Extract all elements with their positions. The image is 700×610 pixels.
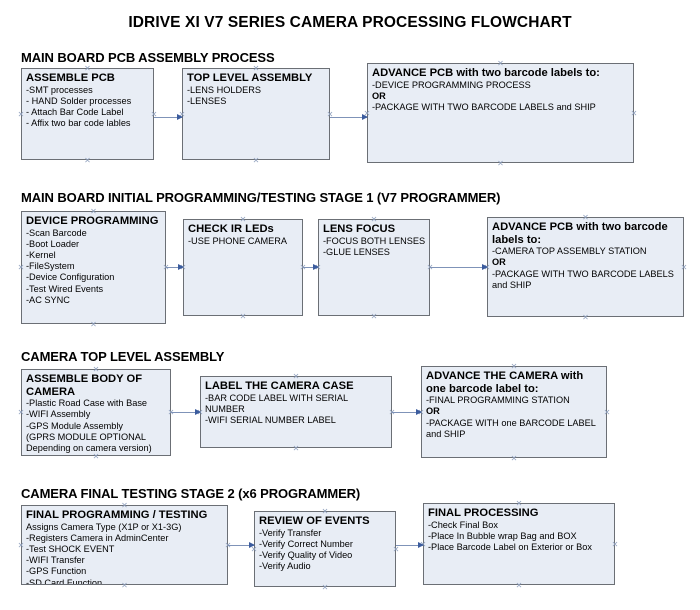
- node-detail-line: -Kernel: [26, 250, 56, 260]
- process-node-top-level-assembly[interactable]: TOP LEVEL ASSEMBLY-LENS HOLDERS-LENSES: [182, 68, 330, 160]
- section-heading-main-board-initial-programming-testing-stage: MAIN BOARD INITIAL PROGRAMMING/TESTING S…: [21, 190, 501, 205]
- node-detail-list: -BAR CODE LABEL WITH SERIAL NUMBER-WIFI …: [205, 393, 388, 427]
- node-detail-line: -LENS HOLDERS: [187, 84, 262, 95]
- node-title: LENS FOCUS: [323, 223, 396, 235]
- process-node-check-ir-leds[interactable]: CHECK IR LEDs-USE PHONE CAMERA: [183, 219, 303, 316]
- node-detail-line: OR: [426, 406, 440, 417]
- node-title: ADVANCE THE CAMERA with one barcode labe…: [426, 370, 584, 395]
- node-detail-list: -SMT processes- HAND Solder processes- A…: [26, 85, 150, 130]
- process-node-advance-pcb-with-two-barcode-labels-to[interactable]: ADVANCE PCB with two barcode labels to:-…: [367, 63, 634, 163]
- node-detail-line: -WIFI Transfer: [26, 555, 85, 566]
- node-detail-line: -Test SHOCK EVENT: [26, 544, 115, 554]
- node-title: REVIEW OF EVENTS: [259, 515, 370, 527]
- node-detail-line: -GLUE LENSES: [323, 246, 390, 257]
- process-node-device-programming[interactable]: DEVICE PROGRAMMING-Scan Barcode-Boot Loa…: [21, 211, 166, 324]
- process-node-review-of-events[interactable]: REVIEW OF EVENTS-Verify Transfer-Verify …: [254, 511, 396, 587]
- node-title: ADVANCE PCB with two barcode labels to:: [372, 67, 600, 79]
- process-node-assemble-pcb[interactable]: ASSEMBLE PCB-SMT processes- HAND Solder …: [21, 68, 154, 160]
- node-detail-line: -USE PHONE CAMERA: [188, 235, 288, 246]
- node-title: ASSEMBLE PCB: [26, 72, 115, 84]
- node-detail-line: -SMT processes: [26, 84, 93, 95]
- connector-arrow-icon[interactable]: [171, 408, 201, 415]
- node-detail-line: -FINAL PROGRAMMING STATION: [426, 395, 570, 406]
- node-detail-line: -Registers Camera in AdminCenter: [26, 532, 169, 543]
- process-node-final-processing[interactable]: FINAL PROCESSING -Check Final Box-Place …: [423, 503, 615, 585]
- connector-arrow-icon[interactable]: [396, 541, 424, 548]
- node-title: FINAL PROGRAMMING / TESTING: [26, 509, 208, 521]
- node-detail-line: -Verify Transfer: [259, 527, 322, 538]
- node-detail-line: -FileSystem: [26, 261, 75, 272]
- node-detail-line: -Verify Quality of Video: [259, 550, 353, 560]
- node-detail-line: - HAND Solder processes: [26, 95, 132, 106]
- node-title: ADVANCE PCB with two barcode labels to:: [492, 221, 668, 246]
- node-detail-line: -Plastic Road Case with Base: [26, 398, 148, 409]
- node-detail-line: Depending on camera version): [26, 443, 152, 453]
- node-detail-line: -SD Card Function: [26, 577, 103, 585]
- node-title: ASSEMBLE BODY OF CAMERA: [26, 373, 143, 398]
- node-detail-line: -Verify Audio: [259, 561, 311, 572]
- connector-arrow-icon[interactable]: [430, 263, 488, 270]
- node-detail-line: -WIFI Assembly: [26, 409, 91, 420]
- node-detail-list: -Check Final Box-Place In Bubble wrap Ba…: [428, 520, 611, 554]
- node-title: CHECK IR LEDs: [188, 223, 274, 235]
- node-detail-line: -BAR CODE LABEL WITH SERIAL NUMBER: [205, 392, 348, 414]
- process-node-assemble-body-of-camera[interactable]: ASSEMBLE BODY OF CAMERA-Plastic Road Cas…: [21, 369, 171, 456]
- node-detail-list: -LENS HOLDERS-LENSES: [187, 85, 326, 107]
- node-detail-line: -PACKAGE WITH TWO BARCODE LABELS and SHI…: [372, 102, 596, 112]
- node-detail-line: -Check Final Box: [428, 519, 498, 530]
- node-detail-list: -FOCUS BOTH LENSES-GLUE LENSES: [323, 236, 426, 258]
- node-detail-line: -AC SYNC: [26, 294, 70, 305]
- node-detail-line: -Scan Barcode: [26, 227, 87, 238]
- process-node-label-the-camera-case[interactable]: LABEL THE CAMERA CASE-BAR CODE LABEL WIT…: [200, 376, 392, 448]
- node-detail-line: (GPRS MODULE OPTIONAL: [26, 431, 146, 442]
- node-detail-list: Assigns Camera Type (X1P or X1-3G)-Regis…: [26, 521, 224, 585]
- node-detail-line: -Place Barcode Label on Exterior or Box: [428, 542, 592, 552]
- node-detail-line: -LENSES: [187, 95, 227, 106]
- connector-arrow-icon[interactable]: [166, 263, 184, 270]
- node-detail-line: -Boot Loader: [26, 238, 80, 249]
- node-detail-list: -Plastic Road Case with Base-WIFI Assemb…: [26, 398, 167, 454]
- node-detail-line: - Attach Bar Code Label: [26, 107, 124, 117]
- node-detail-line: -Place In Bubble wrap Bag and BOX: [428, 530, 577, 541]
- connector-arrow-icon[interactable]: [154, 113, 183, 120]
- node-detail-line: OR: [372, 90, 386, 101]
- connector-arrow-icon[interactable]: [228, 541, 255, 548]
- node-title: TOP LEVEL ASSEMBLY: [187, 72, 313, 84]
- node-detail-line: -Test Wired Events: [26, 283, 104, 294]
- section-heading-camera-final-testing-stage-2-x6-programmer: CAMERA FINAL TESTING STAGE 2 (x6 PROGRAM…: [21, 486, 361, 501]
- node-title: DEVICE PROGRAMMING: [26, 215, 159, 227]
- node-detail-line: -WIFI SERIAL NUMBER LABEL: [205, 415, 336, 425]
- process-node-lens-focus[interactable]: LENS FOCUS-FOCUS BOTH LENSES-GLUE LENSES: [318, 219, 430, 316]
- node-detail-line: -DEVICE PROGRAMMING PROCESS: [372, 79, 531, 90]
- node-detail-line: -Device Configuration: [26, 272, 115, 283]
- node-detail-line: -PACKAGE WITH one BARCODE LABEL and SHIP: [426, 417, 596, 439]
- process-node-advance-pcb-with-two-barcode-labels-to[interactable]: ADVANCE PCB with two barcode labels to:-…: [487, 217, 684, 317]
- node-title: LABEL THE CAMERA CASE: [205, 380, 354, 392]
- node-detail-line: -PACKAGE WITH TWO BARCODE LABELS and SHI…: [492, 268, 674, 290]
- connector-arrow-icon[interactable]: [330, 113, 368, 120]
- node-title: FINAL PROCESSING: [428, 507, 539, 519]
- node-detail-line: -GPS Function: [26, 566, 87, 577]
- node-detail-line: -Verify Correct Number: [259, 538, 353, 549]
- node-detail-line: Assigns Camera Type (X1P or X1-3G): [26, 521, 182, 532]
- node-detail-line: OR: [492, 257, 506, 268]
- connector-arrow-icon[interactable]: [303, 263, 319, 270]
- node-detail-list: -Verify Transfer-Verify Correct Number-V…: [259, 528, 392, 573]
- node-detail-list: -Scan Barcode-Boot Loader-Kernel-FileSys…: [26, 228, 162, 306]
- node-detail-list: -USE PHONE CAMERA: [188, 236, 299, 247]
- node-detail-line: -CAMERA TOP ASSEMBLY STATION: [492, 246, 647, 257]
- section-heading-main-board-pcb-assembly-process: MAIN BOARD PCB ASSEMBLY PROCESS: [21, 50, 275, 65]
- node-detail-line: -FOCUS BOTH LENSES: [323, 235, 426, 246]
- node-detail-line: -GPS Module Assembly: [26, 420, 124, 431]
- connector-arrow-icon[interactable]: [392, 408, 422, 415]
- page-title: IDRIVE XI V7 SERIES CAMERA PROCESSING FL…: [128, 14, 572, 31]
- section-heading-camera-top-level-assembly: CAMERA TOP LEVEL ASSEMBLY: [21, 349, 225, 364]
- process-node-advance-the-camera-with-one-barcode-label-to[interactable]: ADVANCE THE CAMERA with one barcode labe…: [421, 366, 607, 458]
- node-detail-line: - Affix two bar code lables: [26, 118, 131, 129]
